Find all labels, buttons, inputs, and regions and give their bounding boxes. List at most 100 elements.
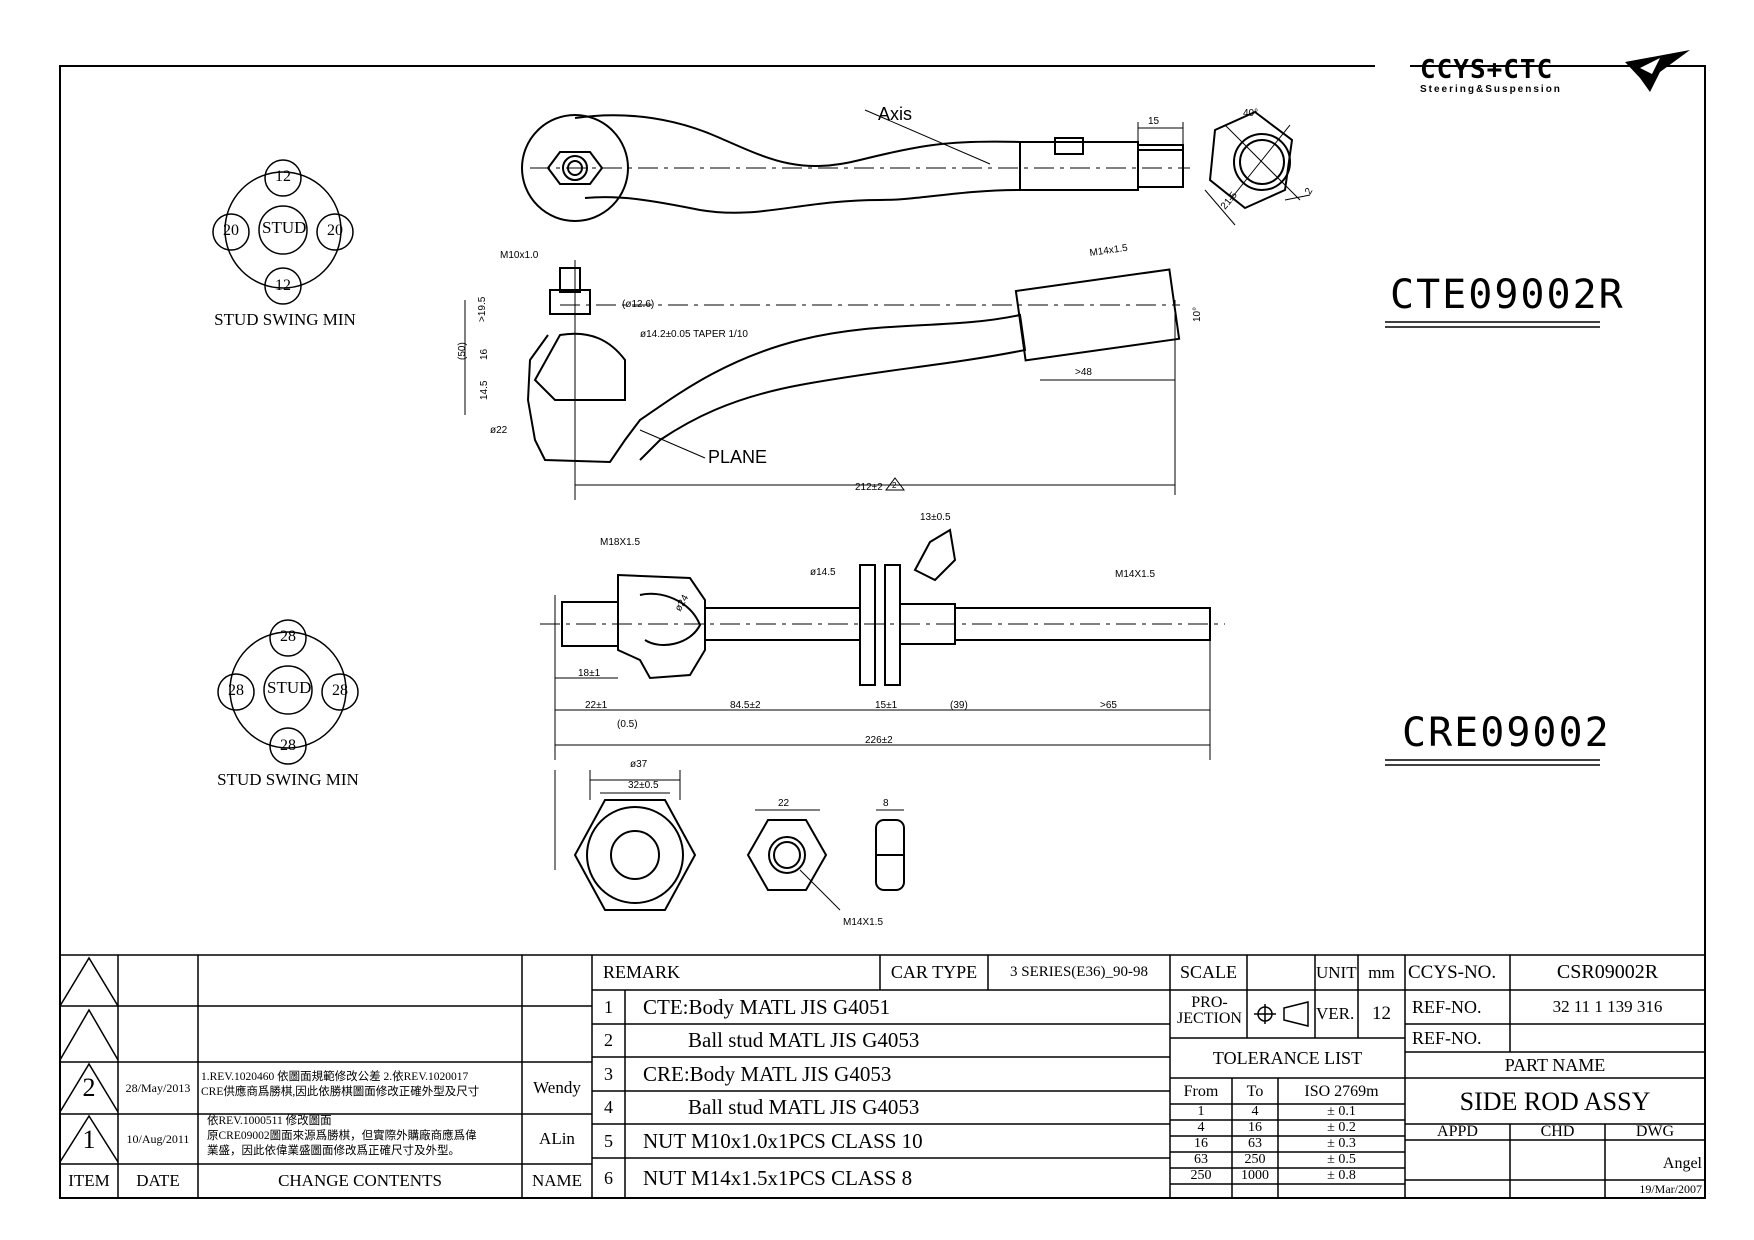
swing-right-value: 28 — [332, 682, 348, 699]
sheet-border — [59, 65, 1706, 1199]
header-date: DATE — [136, 1171, 180, 1190]
title-block-grid — [59, 954, 1705, 1198]
tol-to: 16 — [1248, 1120, 1262, 1135]
ref-no-label-2: REF-NO. — [1412, 1027, 1482, 1048]
svg-text:(39): (39) — [950, 700, 968, 711]
svg-text:M14X1.5: M14X1.5 — [843, 917, 883, 928]
ref-no-value: 32 11 1 139 316 — [1552, 997, 1663, 1016]
swing-left-value: 28 — [228, 682, 244, 699]
svg-text:M10x1.0: M10x1.0 — [500, 250, 539, 261]
header-change-contents: CHANGE CONTENTS — [278, 1171, 442, 1190]
svg-text:8: 8 — [883, 798, 889, 809]
rack-end-side-view — [540, 528, 1225, 760]
svg-text:(50): (50) — [457, 342, 468, 360]
remark-text: Ball stud MATL JIS G4053 — [688, 1028, 920, 1052]
car-type-value: 3 SERIES(E36)_90-98 — [1010, 964, 1148, 980]
tol-value: ± 0.8 — [1327, 1168, 1356, 1183]
svg-text:22: 22 — [778, 798, 790, 809]
svg-text:M18X1.5: M18X1.5 — [600, 537, 640, 548]
stud-label: STUD — [262, 218, 307, 237]
swing-right-value: 20 — [327, 222, 343, 239]
svg-text:15±1: 15±1 — [875, 700, 898, 711]
remark-no: 5 — [604, 1130, 613, 1151]
swing-top-value: 12 — [275, 168, 291, 185]
svg-text:2: 2 — [1303, 186, 1316, 197]
svg-text:>19.5: >19.5 — [477, 296, 488, 322]
tol-header-from: From — [1183, 1083, 1219, 1100]
tol-to: 4 — [1251, 1104, 1259, 1119]
swing-top-value: 28 — [280, 628, 296, 645]
tol-value: ± 0.5 — [1327, 1152, 1356, 1167]
svg-text:M14x1.5: M14x1.5 — [1089, 243, 1129, 259]
svg-text:ø37: ø37 — [630, 759, 648, 770]
remark-text: NUT M14x1.5x1PCS CLASS 8 — [643, 1165, 913, 1190]
plane-label: PLANE — [708, 447, 767, 467]
tol-header-to: To — [1246, 1083, 1264, 1100]
tol-to: 63 — [1248, 1136, 1262, 1151]
svg-text:15: 15 — [1148, 116, 1160, 127]
swing-bottom-value: 12 — [275, 277, 291, 294]
svg-text:10°: 10° — [1192, 307, 1203, 322]
svg-text:2: 2 — [892, 481, 897, 490]
svg-text:226±2: 226±2 — [865, 735, 893, 746]
svg-text:M14X1.5: M14X1.5 — [1115, 569, 1155, 580]
svg-text:40°: 40° — [1243, 108, 1258, 119]
part-name-value: SIDE ROD ASSY — [1459, 1087, 1651, 1116]
dwg-label: DWG — [1635, 1124, 1675, 1140]
svg-text:ø22: ø22 — [490, 425, 508, 436]
swing-bottom-value: 28 — [280, 737, 296, 754]
stud-swing-diagram-bottom — [217, 619, 359, 765]
drawing-date: 19/Mar/2007 — [1639, 1181, 1702, 1196]
axis-label: Axis — [878, 104, 912, 124]
remark-no: 1 — [604, 996, 613, 1017]
ccys-no-label: CCYS-NO. — [1408, 961, 1497, 983]
svg-text:212±2: 212±2 — [855, 482, 883, 493]
rev-date: 28/May/2013 — [125, 1080, 191, 1095]
stud-swing-caption: STUD SWING MIN — [217, 770, 359, 789]
rev-item: 2 — [82, 1073, 96, 1102]
part-code-cte: CTE09002R — [1390, 272, 1625, 318]
part-name-label: PART NAME — [1504, 1054, 1606, 1075]
remark-text: CRE:Body MATL JIS G4053 — [643, 1061, 892, 1086]
rev-name: ALin — [539, 1129, 575, 1148]
svg-text:22±1: 22±1 — [585, 700, 608, 711]
chd-label: CHD — [1540, 1124, 1575, 1140]
projection-label: PRO- JECTION — [1177, 994, 1242, 1027]
remark-no: 4 — [604, 1097, 613, 1117]
tol-value: ± 0.3 — [1327, 1136, 1356, 1151]
header-item: ITEM — [68, 1171, 110, 1190]
ver-label: VER. — [1316, 1004, 1355, 1023]
svg-text:>65: >65 — [1100, 700, 1117, 711]
ver-value: 12 — [1372, 1003, 1391, 1024]
stud-swing-caption: STUD SWING MIN — [214, 310, 356, 329]
scale-label: SCALE — [1180, 962, 1238, 982]
brand-logo: CCYS+CTC Steering&Suspension — [1420, 50, 1690, 95]
svg-text:16: 16 — [479, 348, 490, 360]
tol-from: 4 — [1197, 1120, 1205, 1135]
unit-label: UNIT — [1316, 962, 1357, 982]
tol-header-iso: ISO 2769m — [1304, 1083, 1379, 1100]
remark-no: 3 — [604, 1063, 613, 1084]
tol-value: ± 0.2 — [1327, 1120, 1356, 1135]
stud-swing-diagram-top — [212, 159, 354, 305]
hex-end-view — [1204, 110, 1311, 226]
svg-text:Steering&Suspension: Steering&Suspension — [1420, 84, 1562, 95]
tol-value: ± 0.1 — [1327, 1104, 1356, 1119]
nut-views — [554, 770, 905, 911]
svg-text:18±1: 18±1 — [578, 668, 601, 679]
ref-no-value-2 — [1510, 1024, 1705, 1052]
tie-rod-end-side-view — [464, 260, 1181, 500]
rev-date: 10/Aug/2011 — [126, 1131, 190, 1146]
tol-to: 1000 — [1241, 1168, 1269, 1183]
rev-item: 1 — [82, 1125, 96, 1154]
svg-text:>48: >48 — [1075, 367, 1092, 378]
swing-left-value: 20 — [223, 222, 239, 239]
ccys-no-value: CSR09002R — [1556, 961, 1659, 983]
drawer-name: Angel — [1662, 1155, 1702, 1172]
svg-text:(0.5): (0.5) — [617, 719, 638, 730]
remark-text: CTE:Body MATL JIS G4051 — [643, 994, 891, 1019]
tolerance-title: TOLERANCE LIST — [1212, 1047, 1363, 1068]
ref-no-label: REF-NO. — [1412, 996, 1482, 1017]
unit-value: mm — [1368, 962, 1395, 982]
